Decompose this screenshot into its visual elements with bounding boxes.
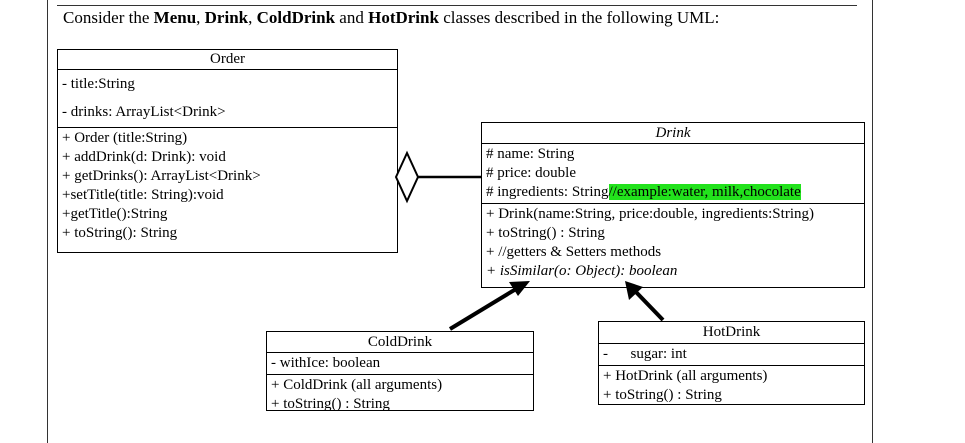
method: + addDrink(d: Drink): void — [62, 149, 226, 165]
aggregation-diamond — [394, 150, 420, 204]
attribute: - sugar: int — [603, 346, 687, 362]
method: + Drink(name:String, price:double, ingre… — [486, 206, 814, 222]
attribute: - drinks: ArrayList<Drink> — [62, 104, 226, 120]
uml-class-hotdrink: HotDrink - sugar: int + HotDrink (all ar… — [598, 321, 865, 405]
intro-class-colddrink: ColdDrink — [256, 8, 336, 27]
page-border-left — [47, 0, 48, 443]
intro-class-drink: Drink — [204, 8, 249, 27]
method: +getTitle():String — [62, 206, 168, 222]
methods-section: + Order (title:String) + addDrink(d: Dri… — [58, 128, 397, 244]
intro-prefix: Consider the — [63, 8, 154, 27]
intro-sep: , — [248, 8, 257, 27]
method: + toString() : String — [603, 387, 722, 403]
method: + toString() : String — [271, 396, 390, 412]
intro-class-menu: Menu — [153, 8, 197, 27]
intro-sep: , — [196, 8, 205, 27]
methods-section: + Drink(name:String, price:double, ingre… — [482, 204, 864, 282]
method: + Order (title:String) — [62, 130, 188, 146]
abstract-method: + isSimilar(o: Object): boolean — [486, 263, 678, 279]
uml-class-drink: Drink # name: String # price: double # i… — [481, 122, 865, 288]
top-rule — [57, 5, 857, 6]
inheritance-arrowhead-colddrink — [509, 281, 530, 296]
method: + getDrinks(): ArrayList<Drink> — [62, 168, 261, 184]
intro-sep: and — [335, 8, 369, 27]
method: + ColdDrink (all arguments) — [271, 377, 443, 393]
class-name: Drink — [482, 123, 864, 144]
intro-suffix: classes described in the following UML: — [438, 8, 720, 27]
method: + HotDrink (all arguments) — [603, 368, 768, 384]
methods-section: + HotDrink (all arguments) + toString() … — [599, 366, 864, 406]
attributes-section: - sugar: int — [599, 344, 864, 366]
attributes-section: - title:String - drinks: ArrayList<Drink… — [58, 70, 397, 128]
method: + toString() : String — [486, 225, 605, 241]
intro-class-hotdrink: HotDrink — [368, 8, 439, 27]
methods-section: + ColdDrink (all arguments) + toString()… — [267, 375, 533, 415]
method: + toString(): String — [62, 225, 178, 241]
attribute: - withIce: boolean — [271, 355, 381, 371]
intro-text: Consider the Menu, Drink, ColdDrink and … — [63, 8, 719, 28]
class-name: HotDrink — [599, 322, 864, 344]
method: + //getters & Setters methods — [486, 244, 662, 260]
class-name: Order — [58, 50, 397, 70]
inheritance-arrowhead-hotdrink — [625, 281, 643, 300]
attributes-section: # name: String # price: double # ingredi… — [482, 144, 864, 204]
attribute-ingredients: # ingredients: String//example:water, mi… — [486, 183, 860, 202]
uml-class-order: Order - title:String - drinks: ArrayList… — [57, 49, 398, 253]
attribute: # ingredients: String — [486, 184, 609, 200]
inheritance-line-hotdrink — [634, 290, 665, 322]
attribute: - title:String — [62, 76, 135, 92]
uml-class-colddrink: ColdDrink - withIce: boolean + ColdDrink… — [266, 331, 534, 412]
page-border-right — [872, 0, 873, 443]
inheritance-line-colddrink — [448, 287, 518, 331]
attributes-section: - withIce: boolean — [267, 353, 533, 375]
highlighted-comment: //example:water, milk,chocolate — [608, 184, 801, 200]
method: +setTitle(title: String):void — [62, 187, 224, 203]
attribute: # price: double — [486, 165, 576, 181]
class-name: ColdDrink — [267, 332, 533, 353]
attribute: # name: String — [486, 146, 575, 162]
